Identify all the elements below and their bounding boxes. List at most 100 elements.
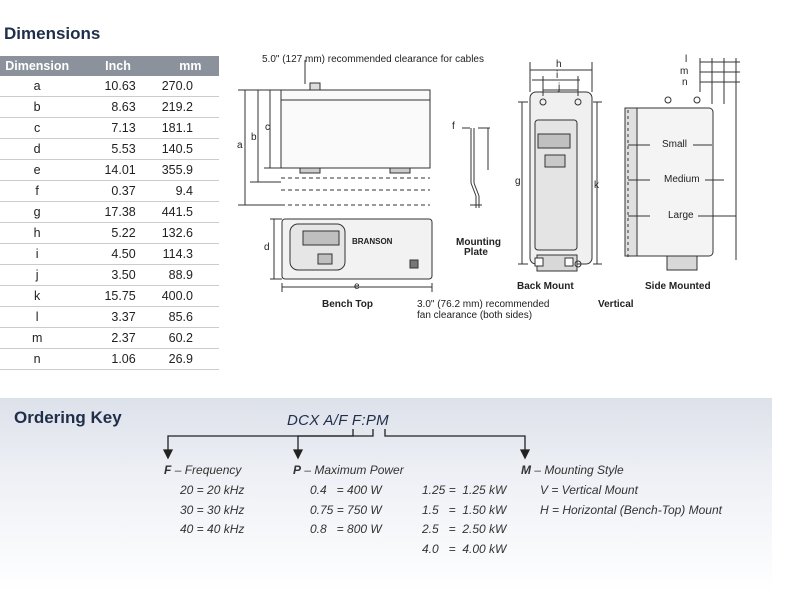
header-mm: mm [161,56,219,76]
power-option: 1.5 = 1.50 kW [422,503,507,517]
vertical-caption: Vertical [598,299,634,310]
back-mount-view [518,62,602,272]
mm-cell: 132.6 [161,222,219,244]
bench-top-front-view [270,218,433,292]
table-header-row: Dimension Inch mm [0,56,219,76]
dim-label-c: c [265,122,270,133]
ordering-key-band [0,398,772,592]
mm-cell: 88.9 [161,264,219,286]
mm-cell: 60.2 [161,327,219,349]
frequency-heading: F – Frequency [164,463,242,477]
inch-cell: 4.50 [74,243,162,265]
code-f: F [351,412,362,429]
dimension-cell: a [0,76,75,97]
header-inch: Inch [74,56,162,76]
inch-cell: 8.63 [74,96,162,118]
cable-clearance-note: 5.0" (127 mm) recommended clearance for … [262,54,484,65]
size-label-small: Small [662,139,688,150]
dim-label-n: n [682,77,688,88]
mm-cell: 270.0 [161,76,219,97]
dim-label-k: k [594,180,599,191]
dim-label-i: i [556,70,559,81]
bench-top-side-view [238,60,431,206]
dim-label-g: g [515,176,521,187]
connector-icon [534,257,544,267]
dimension-cell: k [0,285,75,307]
technical-drawings [238,58,740,292]
power-option: 1.25 = 1.25 kW [422,483,507,497]
inch-cell: 3.50 [74,264,162,286]
back-mount-caption: Back Mount [517,281,574,292]
mm-cell: 26.9 [161,348,219,370]
dimension-cell: g [0,201,75,223]
size-label-medium: Medium [664,174,700,185]
mm-cell: 9.4 [161,180,219,202]
code-m: M [376,412,389,429]
power-option: 0.4 = 400 W [310,483,382,497]
bench-top-caption: Bench Top [322,299,373,310]
dimension-cell: n [0,348,75,370]
inch-cell: 2.37 [74,327,162,349]
connector-icon [564,257,574,267]
dimension-cell: d [0,138,75,160]
inch-cell: 14.01 [74,159,162,181]
mm-cell: 140.5 [161,138,219,160]
power-heading: P – Maximum Power [293,463,404,477]
mounting-option: H = Horizontal (Bench-Top) Mount [540,503,722,517]
inch-cell: 3.37 [74,306,162,328]
mounting-plate-label-1: Mounting [456,237,501,248]
dim-label-e: e [354,281,360,292]
dimension-cell: b [0,96,75,118]
frequency-option: 40 = 40 kHz [180,522,245,536]
dimension-cell: m [0,327,75,349]
mm-cell: 400.0 [161,285,219,307]
dimension-cell: e [0,159,75,181]
power-option: 0.75 = 750 W [310,503,382,517]
inch-cell: 15.75 [74,285,162,307]
inch-cell: 5.53 [74,138,162,160]
code-prefix: DCX A/F [287,412,348,429]
ordering-key-title: Ordering Key [14,408,122,427]
dim-label-l: l [685,54,688,65]
side-mounted-view [624,58,740,271]
dim-label-d: d [264,242,270,253]
code-colon: : [361,412,366,429]
mm-cell: 219.2 [161,96,219,118]
fan-clearance-note-1: 3.0" (76.2 mm) recommended [417,299,550,310]
dimension-cell: f [0,180,75,202]
dimension-cell: j [0,264,75,286]
mounting-heading: M – Mounting Style [521,463,624,477]
side-mounted-caption: Side Mounted [645,281,711,292]
dim-label-j: j [558,82,561,93]
mm-cell: 441.5 [161,201,219,223]
code-p: P [365,412,377,429]
size-label-large: Large [668,210,694,221]
dimension-cell: l [0,306,75,328]
inch-cell: 17.38 [74,201,162,223]
fan-clearance-note-2: fan clearance (both sides) [417,310,533,321]
dim-label-m: m [680,66,689,77]
ordering-code: DCX A/F F:PM [287,412,389,429]
dimension-cell: i [0,243,75,265]
mm-cell: 85.6 [161,306,219,328]
power-option: 4.0 = 4.00 kW [422,542,507,556]
dimensions-title: Dimensions [4,24,101,43]
dimension-cell: c [0,117,75,139]
inch-cell: 1.06 [74,348,162,370]
inch-cell: 7.13 [74,117,162,139]
mm-cell: 355.9 [161,159,219,181]
brand-logo: BRANSON [352,237,393,246]
dim-label-a: a [237,140,243,151]
